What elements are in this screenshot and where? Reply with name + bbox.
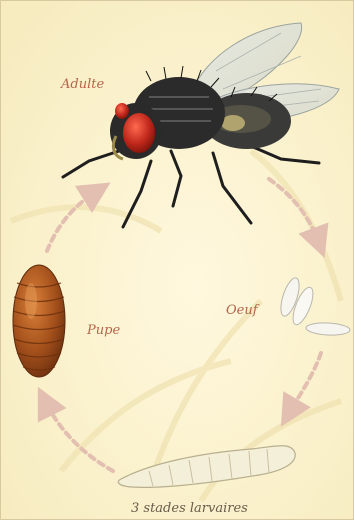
label-pupa: Pupe bbox=[87, 323, 120, 338]
fly-eye bbox=[123, 113, 155, 153]
label-larva: 3 stades larvaires bbox=[131, 501, 248, 516]
label-egg: Oeuf bbox=[226, 303, 258, 318]
label-adult: Adulte bbox=[61, 77, 104, 92]
pupa-illustration bbox=[13, 265, 65, 377]
